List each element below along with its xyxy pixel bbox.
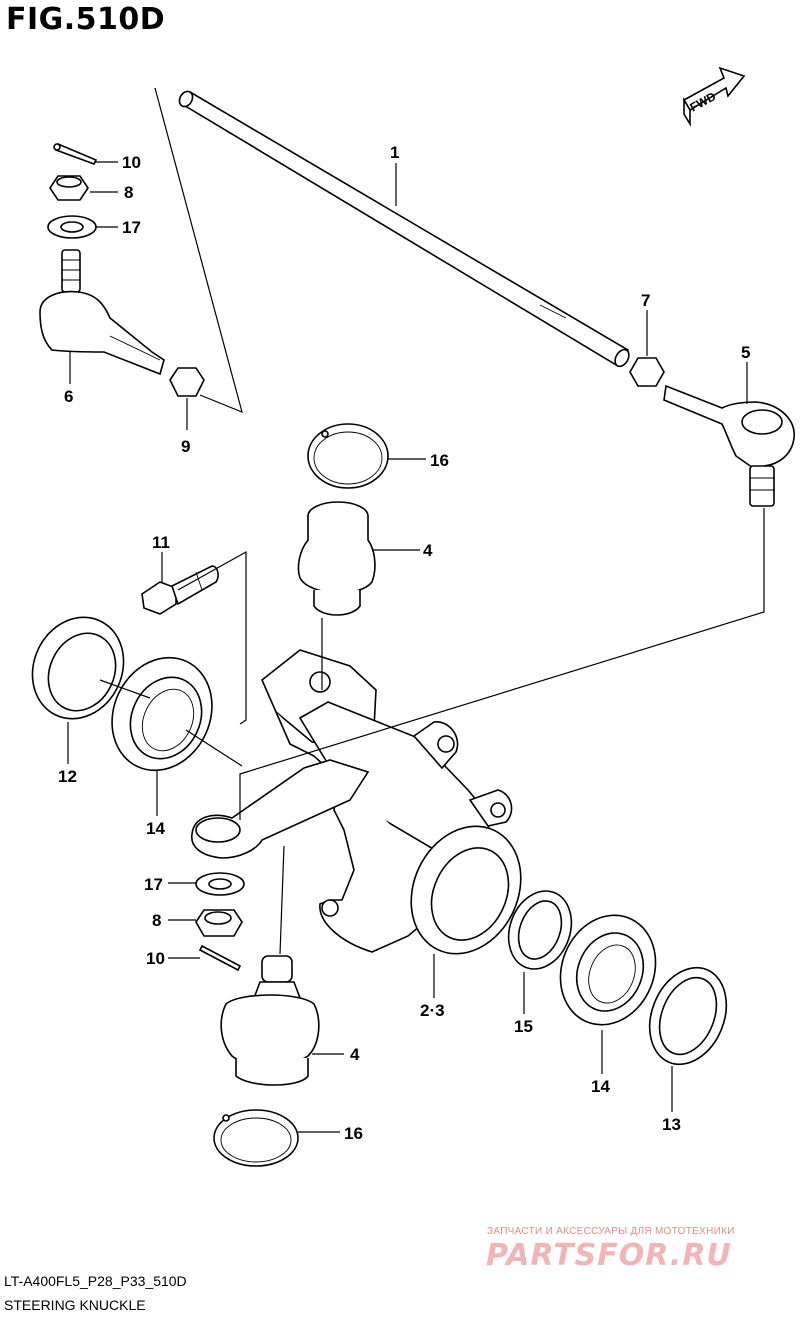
- callout-14-left: 14: [146, 819, 165, 838]
- fwd-arrow-icon: FWD: [682, 66, 746, 127]
- circlip-top-part: [307, 423, 389, 489]
- callout-4-lower: 4: [350, 1045, 360, 1064]
- oil-seal-left-part: [31, 616, 125, 720]
- callout-16-lower: 16: [344, 1124, 363, 1143]
- callout-12: 12: [58, 767, 77, 786]
- washer-part: [47, 215, 97, 239]
- ball-joint-top-part: [297, 501, 376, 616]
- castle-nut-lower-part: [195, 909, 243, 937]
- footer-part-name: STEERING KNUCKLE: [4, 1297, 146, 1313]
- callout-2-3: 2·3: [420, 1001, 445, 1020]
- steering-knuckle-part: [191, 649, 522, 955]
- cotter-pin-part: [53, 142, 98, 165]
- figure-title: FIG.510D: [6, 2, 166, 37]
- watermark-logo: PARTSFOR.RU: [486, 1238, 732, 1273]
- spacer-part: [507, 890, 573, 970]
- lock-nut-left-part: [169, 367, 205, 397]
- callout-10-top: 10: [122, 153, 141, 172]
- callout-8-lower: 8: [152, 911, 161, 930]
- cotter-pin-lower-part: [198, 944, 242, 972]
- callout-15: 15: [514, 1017, 533, 1036]
- callout-13: 13: [662, 1115, 681, 1134]
- tie-rod-end-left-part: [39, 249, 165, 376]
- callout-8-top: 8: [124, 183, 133, 202]
- bearing-right-part: [559, 914, 657, 1026]
- callout-16-top: 16: [430, 451, 449, 470]
- callout-14-right: 14: [591, 1077, 610, 1096]
- tie-rod-end-right-part: [663, 384, 795, 507]
- callout-17-lower: 17: [144, 875, 163, 894]
- tie-rod-part: [178, 90, 630, 368]
- castle-nut-part: [49, 175, 89, 201]
- washer-lower-part: [195, 872, 245, 896]
- leader-bracket: [154, 87, 243, 414]
- circlip-lower-part: [213, 1109, 299, 1167]
- bolt-part: [141, 565, 219, 615]
- callout-11: 11: [152, 533, 170, 552]
- callout-4-top: 4: [423, 541, 433, 560]
- callout-10-lower: 10: [146, 949, 165, 968]
- callout-7: 7: [641, 291, 650, 310]
- footer-model-code: LT-A400FL5_P28_P33_510D: [4, 1273, 187, 1289]
- callout-17-top: 17: [122, 218, 141, 237]
- callout-5: 5: [741, 343, 750, 362]
- leader-lines: [67, 161, 765, 1133]
- ball-joint-lower-part: [220, 955, 320, 1086]
- callout-1: 1: [390, 143, 399, 162]
- watermark-tagline: ЗАПЧАСТИ И АКСЕССУАРЫ ДЛЯ МОТОТЕХНИКИ: [487, 1226, 735, 1237]
- oil-seal-right-part: [648, 966, 728, 1066]
- lock-nut-right-part: [629, 357, 665, 387]
- leader-bracket-bolt: [177, 550, 247, 725]
- callout-9: 9: [181, 437, 190, 456]
- callout-6: 6: [64, 387, 73, 406]
